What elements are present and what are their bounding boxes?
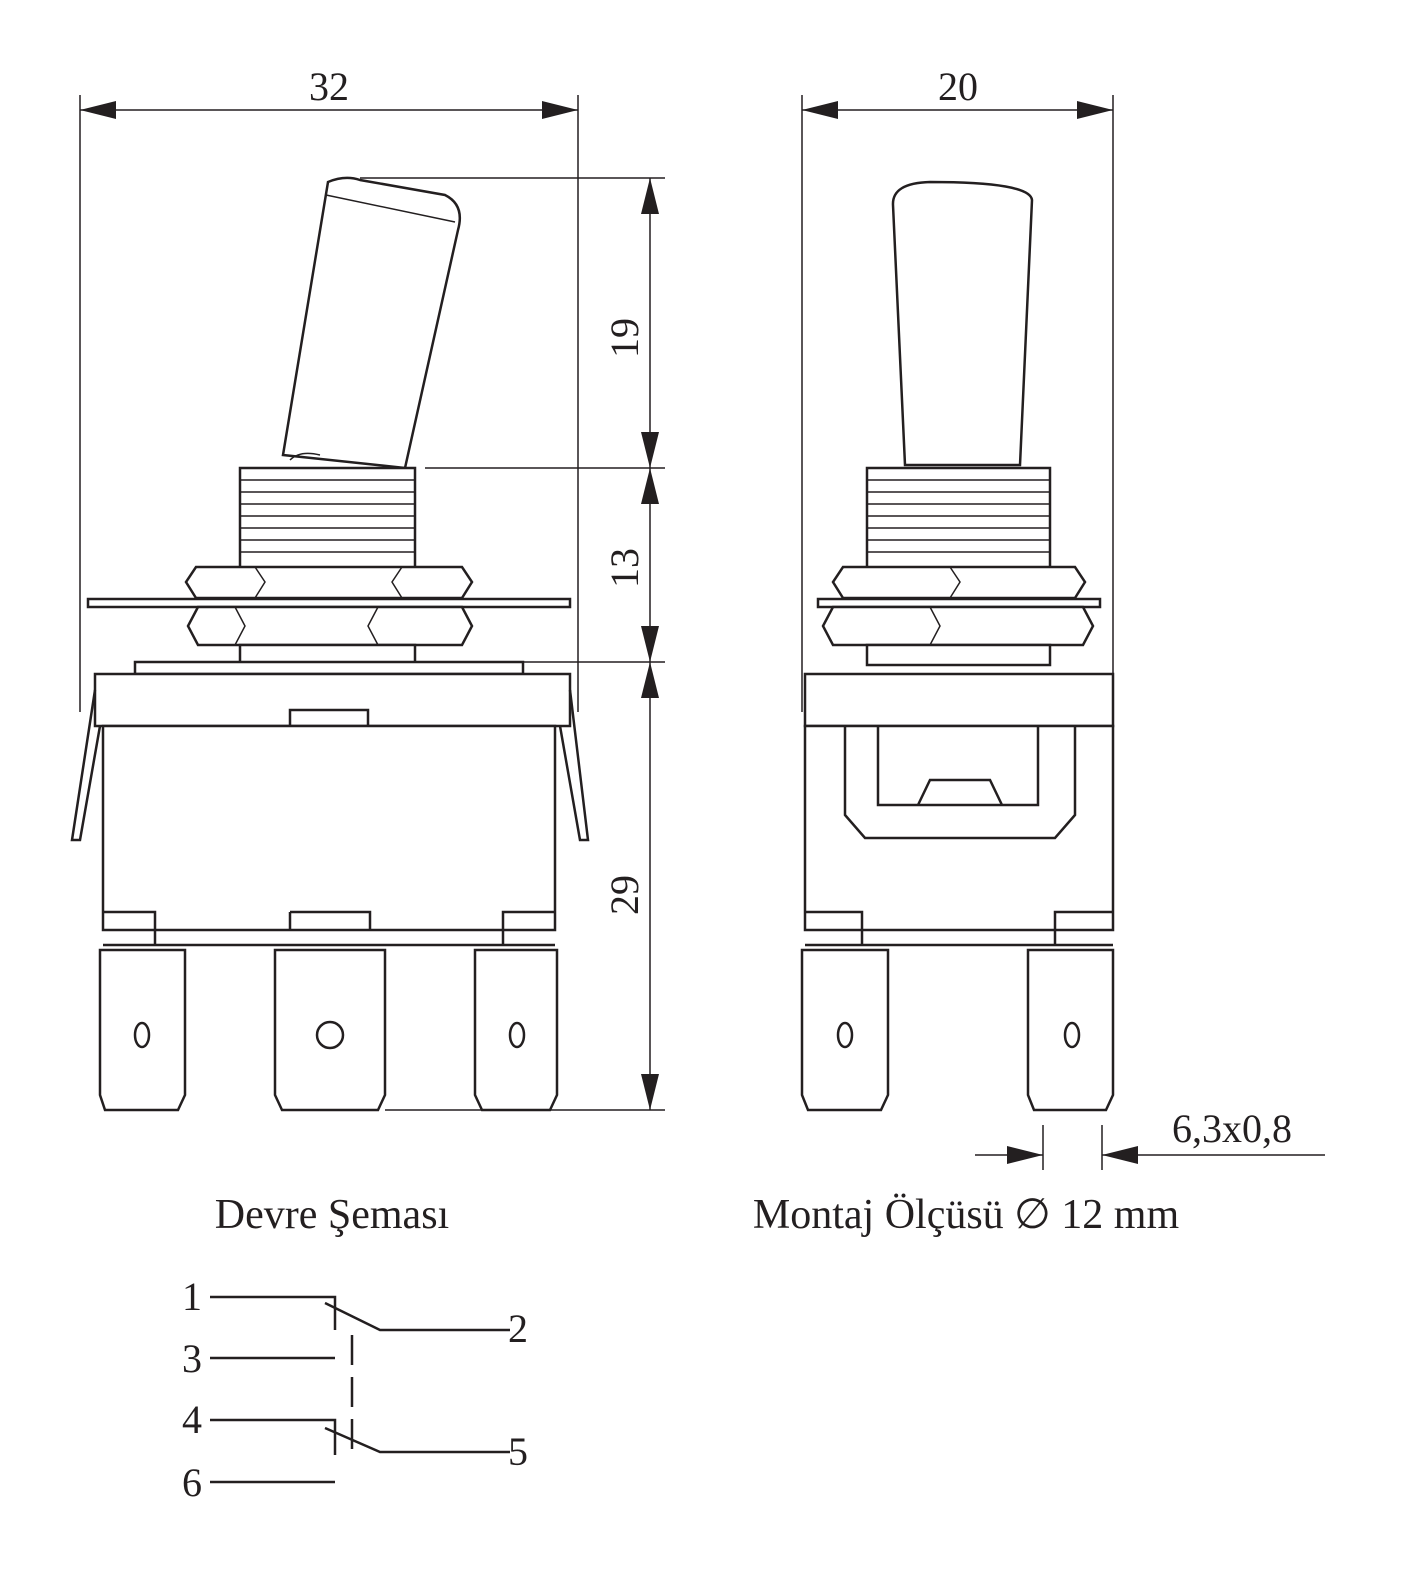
pin-6: 6: [182, 1460, 202, 1505]
front-width-label: 32: [309, 64, 349, 109]
body-height-label: 29: [602, 875, 647, 915]
terminal-size-label: 6,3x0,8: [1172, 1106, 1292, 1151]
circuit-diagram: 1 2 3 4 5 6: [182, 1274, 528, 1505]
dimension-heights: 19 13 29: [360, 177, 665, 1111]
pin-3: 3: [182, 1336, 202, 1381]
dimension-front-width: 32: [79, 64, 579, 712]
body: [101, 724, 557, 932]
lower-nut: [186, 605, 474, 647]
dimension-side-width: 20: [801, 64, 1114, 712]
side-view: [800, 180, 1115, 1112]
lever: [891, 180, 1034, 467]
lever: [281, 176, 462, 470]
front-view: [70, 176, 590, 1112]
pin-2: 2: [508, 1306, 528, 1351]
lever-height-label: 19: [602, 318, 647, 358]
bushing-height-label: 13: [602, 548, 647, 588]
dimension-terminal: 6,3x0,8: [975, 1106, 1325, 1170]
pin-5: 5: [508, 1429, 528, 1474]
upper-nut: [184, 565, 474, 600]
terminals: [98, 948, 559, 1112]
pin-4: 4: [182, 1397, 202, 1442]
pin-1: 1: [182, 1274, 202, 1319]
side-width-label: 20: [938, 64, 978, 109]
circuit-caption: Devre Şeması: [215, 1192, 449, 1238]
mounting-caption: Montaj Ölçüsü ∅ 12 mm: [753, 1192, 1180, 1238]
